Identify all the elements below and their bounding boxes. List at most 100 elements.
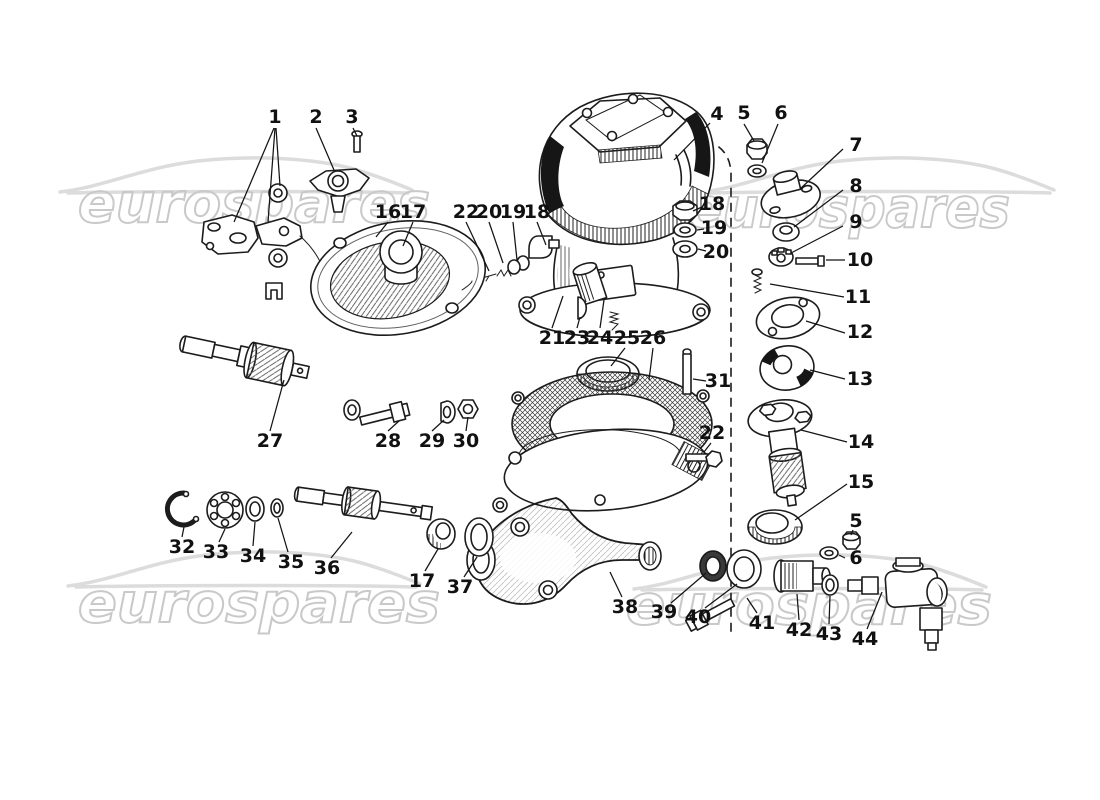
- callout-number-30: 30: [453, 430, 479, 452]
- callout-number-10: 10: [847, 249, 873, 271]
- callout-leader-line: [692, 378, 707, 382]
- callout-18b: 18: [692, 193, 725, 215]
- part-drawing-gear-shaft-27: [179, 335, 310, 387]
- callout-leader-line: [696, 228, 705, 231]
- callout-leader-line: [794, 483, 848, 521]
- callout-leader-line: [463, 556, 478, 578]
- part-drawing-distributor-cap-and-body: [471, 92, 715, 338]
- callout-number-1: 1: [268, 106, 281, 128]
- watermark-1: eurospares: [687, 156, 1056, 241]
- watermark-2: eurospares: [66, 550, 441, 636]
- callout-41: 41: [746, 597, 775, 634]
- part-drawing-lower-housing-assembly: [466, 348, 723, 605]
- callout-leader-line: [536, 221, 547, 246]
- callout-number-16: 16: [375, 201, 401, 223]
- callout-36: 36: [314, 531, 353, 579]
- callout-42: 42: [786, 593, 812, 641]
- callout-number-6a: 6: [774, 102, 787, 124]
- callout-number-2: 2: [309, 106, 322, 128]
- callout-number-35: 35: [278, 551, 304, 573]
- callout-leader-line: [576, 316, 581, 329]
- callout-16: 16: [375, 201, 401, 238]
- callout-number-7: 7: [849, 134, 862, 156]
- callout-number-3: 3: [345, 106, 358, 128]
- callout-17a: 17: [400, 201, 426, 247]
- callout-leader-line: [800, 429, 848, 443]
- part-drawing-fasteners-28-30: [343, 399, 479, 426]
- callout-number-39: 39: [651, 601, 677, 623]
- callout-19a: 19: [500, 201, 526, 261]
- callout-leader-line: [743, 123, 755, 142]
- callout-17b: 17: [409, 548, 439, 592]
- callout-5b: 5: [849, 510, 863, 536]
- callout-1: 1: [233, 106, 282, 223]
- callout-leader-line: [269, 379, 285, 432]
- part-drawing-shaft-row-32-37: [164, 486, 494, 557]
- callout-leader-line: [512, 221, 518, 261]
- callout-14: 14: [800, 429, 874, 453]
- callout-number-5a: 5: [737, 102, 750, 124]
- callout-number-36: 36: [314, 557, 340, 579]
- callout-37: 37: [447, 556, 478, 598]
- part-drawing-rotor-arm: [309, 168, 370, 213]
- callout-39: 39: [651, 572, 707, 623]
- callout-number-20a: 20: [476, 201, 502, 223]
- callout-number-8: 8: [849, 175, 862, 197]
- callout-6b: 6: [838, 547, 863, 569]
- callout-33: 33: [203, 528, 229, 563]
- callout-number-9: 9: [849, 211, 862, 233]
- callout-leader-line: [330, 531, 353, 559]
- callout-5a: 5: [737, 102, 755, 142]
- callout-number-38: 38: [612, 596, 638, 618]
- callout-leader-line: [252, 521, 256, 547]
- callout-number-42: 42: [786, 619, 812, 641]
- callout-20a: 20: [476, 201, 504, 264]
- callout-leader-line: [799, 148, 844, 190]
- part-drawing-screw-3: [351, 130, 363, 153]
- callout-leader-line: [465, 416, 469, 432]
- callout-40: 40: [685, 583, 738, 628]
- callout-number-6b: 6: [849, 547, 862, 569]
- callout-25: 25: [610, 327, 640, 367]
- callout-leader-line: [692, 206, 703, 212]
- callout-leader-line: [648, 347, 654, 381]
- callout-number-25: 25: [614, 327, 640, 349]
- callout-32: 32: [169, 526, 195, 558]
- callout-22b: 22: [699, 422, 725, 453]
- callout-leader-line: [796, 593, 800, 621]
- callout-leader-line: [610, 347, 626, 367]
- callout-number-27: 27: [257, 430, 283, 452]
- callout-38: 38: [609, 571, 638, 618]
- callout-26: 26: [640, 327, 666, 381]
- callout-number-43: 43: [816, 623, 842, 645]
- callout-number-33: 33: [203, 541, 229, 563]
- part-drawing-union-row-39-44: [684, 549, 948, 651]
- callout-leader-line: [609, 571, 623, 598]
- callout-3: 3: [345, 106, 359, 137]
- callout-18a: 18: [524, 201, 550, 246]
- callout-number-23: 23: [564, 327, 590, 349]
- callout-number-17a: 17: [400, 201, 426, 223]
- callout-leader-line: [761, 123, 779, 164]
- callout-number-28: 28: [375, 430, 401, 452]
- callout-number-14: 14: [848, 431, 874, 453]
- callout-2: 2: [309, 106, 335, 171]
- callout-leader-line: [352, 127, 358, 137]
- callout-number-34: 34: [240, 545, 266, 567]
- callout-number-5b: 5: [849, 510, 862, 532]
- callout-number-44: 44: [852, 628, 878, 650]
- callout-leader-line: [697, 248, 707, 252]
- callout-44: 44: [852, 591, 883, 650]
- part-drawing-driven-gear-14: [747, 399, 813, 507]
- callout-number-29: 29: [419, 430, 445, 452]
- callout-leader-line: [551, 295, 564, 329]
- callout-leader-line: [375, 221, 389, 238]
- callout-leader-line: [218, 528, 226, 543]
- callout-4: 4: [673, 103, 724, 161]
- callout-leader-line: [805, 320, 846, 334]
- callout-leader-line: [599, 299, 605, 329]
- callout-number-40: 40: [685, 606, 711, 628]
